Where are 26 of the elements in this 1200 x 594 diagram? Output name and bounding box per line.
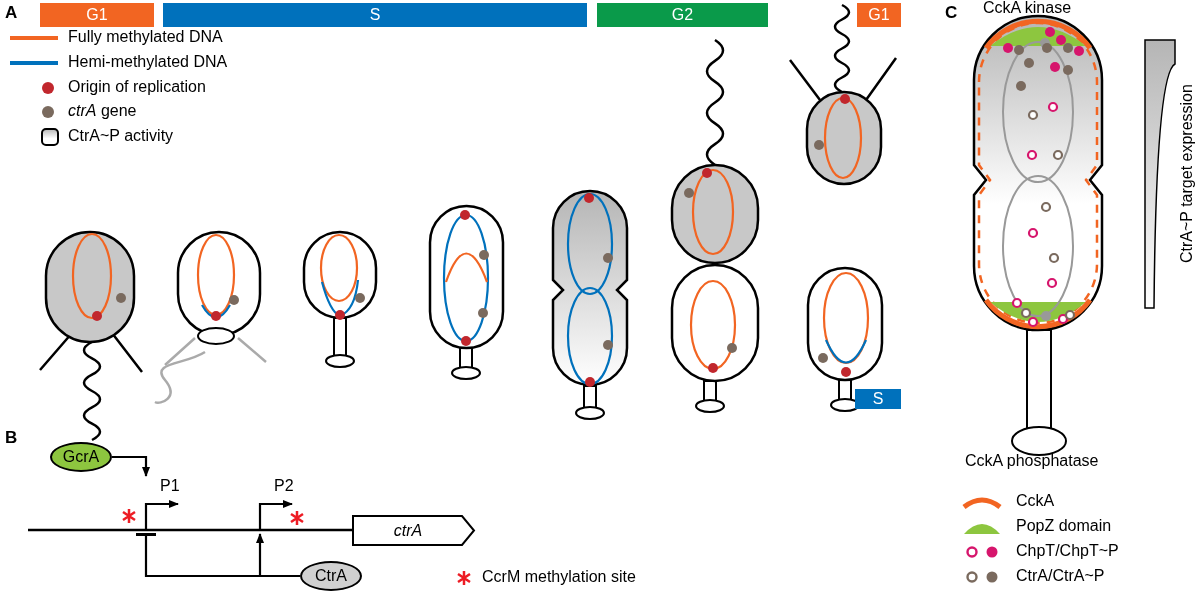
legend-text: CckA xyxy=(1016,492,1055,510)
legend-text: CtrA/CtrA~P xyxy=(1016,567,1105,585)
phase-bar: G1 xyxy=(40,3,154,27)
pole-label: CckA phosphatase xyxy=(965,452,1099,470)
legend-text: Hemi-methylated DNA xyxy=(68,53,228,71)
phase-bar: G1 xyxy=(857,3,901,27)
legend-text: ctrA gene xyxy=(68,102,137,120)
phase-bar: G2 xyxy=(597,3,768,27)
arrow xyxy=(112,455,150,477)
panel-letter: B xyxy=(5,428,18,448)
phase-bar: S xyxy=(855,389,901,409)
legend-text: ChpT/ChpT~P xyxy=(1016,542,1119,560)
gene-box: ctrA xyxy=(352,515,476,546)
legend-text: Origin of replication xyxy=(68,78,206,96)
legend-text: Fully methylated DNA xyxy=(68,28,223,46)
legend-text: CtrA~P activity xyxy=(68,127,174,145)
protein-ellipse: CtrA xyxy=(300,561,362,591)
legend-text: CcrM methylation site xyxy=(482,568,636,586)
protein-ellipse: GcrA xyxy=(50,442,112,472)
legend-text: PopZ domain xyxy=(1016,517,1112,535)
panel-letter: A xyxy=(5,3,18,23)
axis-label: CtrA~P target expression xyxy=(1178,83,1196,266)
pole-label: CckA kinase xyxy=(983,0,1072,17)
arrow xyxy=(256,533,300,578)
panel-letter: C xyxy=(945,3,958,23)
phase-bar: S xyxy=(163,3,587,27)
